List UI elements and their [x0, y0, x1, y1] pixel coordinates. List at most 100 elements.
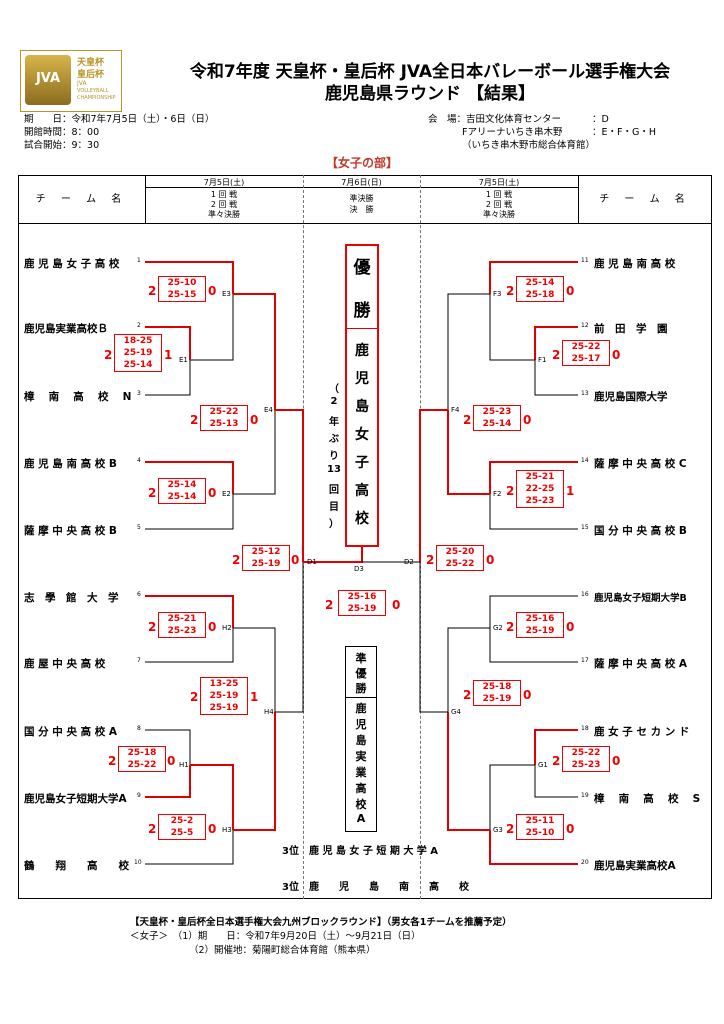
line-f1-top — [534, 326, 578, 360]
g1-scores: 25-22 25-23 — [562, 746, 610, 772]
line-h1-top — [145, 729, 191, 765]
line-g1-bot — [534, 765, 578, 798]
runnerup-team-4: 実 — [355, 750, 367, 763]
f1-win: 2 — [552, 348, 561, 362]
note-line-1: 【天皇杯・皇后杯全日本選手権大会九州ブロックラウンド】（男女各1チームを推薦予定… — [130, 917, 512, 928]
line-final — [345, 545, 363, 563]
match-label-h3: H3 — [222, 826, 232, 834]
page-subtitle: 鹿児島県ラウンド 【結果】 — [325, 84, 535, 104]
f4-win: 2 — [463, 413, 472, 427]
line-e3-out — [233, 293, 276, 410]
right-team-13: 鹿児島国際大学 — [594, 391, 668, 403]
runnerup-team-1: 鹿 — [355, 702, 367, 715]
logo-name2: CHAMPIONSHIP — [77, 95, 116, 101]
g1-set-1: 25-22 — [571, 748, 601, 758]
right-seed-14: 14 — [581, 457, 589, 464]
header-left-round-3: 準々決勝 — [208, 210, 240, 219]
info-venue2-code: ：E・F・G・H — [592, 127, 656, 138]
line-h4-bot — [233, 712, 276, 831]
right-seed-11: 11 — [581, 257, 589, 264]
note-line-2: ＜女子＞ （1）期 日：令和7年9月20日（土）～9月21日（日） — [130, 931, 421, 942]
h1-set-2: 25-22 — [127, 760, 157, 770]
line-e3-top — [145, 261, 234, 294]
left-seed-5: 5 — [137, 524, 141, 531]
f2-set-2: 22-25 — [525, 484, 555, 494]
line-h2-bot — [145, 628, 234, 663]
champion-note-5: り — [329, 451, 339, 462]
match-label-f2: F2 — [493, 490, 502, 498]
logo-mark: JVA — [25, 55, 71, 105]
right-team-11: 鹿 児 島 南 高 校 — [594, 258, 676, 270]
champion-box — [345, 244, 379, 547]
runnerup-divider — [345, 697, 377, 698]
e1-set-2: 25-19 — [123, 348, 153, 358]
left-seed-1: 1 — [137, 257, 141, 264]
info-venue2: Fアリーナいちき串木野 — [462, 127, 563, 138]
runnerup-team-8: A — [356, 812, 366, 825]
left-seed-3: 3 — [137, 390, 141, 397]
runnerup-team-2: 児 — [355, 718, 367, 731]
champion-note-3: 年 — [329, 417, 339, 428]
right-seed-17: 17 — [581, 657, 589, 664]
e4-scores: 25-22 25-13 — [200, 405, 248, 431]
champion-team-2: 児 — [355, 371, 369, 387]
line-g2-top — [489, 595, 578, 628]
d1-lose: 0 — [291, 553, 300, 567]
match-label-f1: F1 — [538, 356, 547, 364]
champion-note-1: （ — [329, 384, 339, 395]
line-f3-bot — [489, 294, 535, 361]
g3-scores: 25-11 25-10 — [516, 814, 564, 840]
right-team-14: 薩 摩 中 央 高 校 C — [594, 458, 687, 470]
right-seed-13: 13 — [581, 390, 589, 397]
g1-set-2: 25-23 — [571, 760, 601, 770]
right-team-20: 鹿児島実業高校A — [594, 860, 676, 872]
header-date-line-center — [303, 187, 420, 188]
header-right-round-3: 準々決勝 — [483, 210, 515, 219]
header-center-round-2: 決 勝 — [349, 205, 374, 214]
h4-scores: 13-25 25-19 25-19 — [200, 677, 248, 715]
e2-set-1: 25-14 — [167, 480, 197, 490]
champion-team-4: 女 — [355, 427, 369, 443]
left-team-5: 薩 摩 中 央 高 校 B — [24, 525, 117, 537]
h4-lose: 1 — [250, 690, 259, 704]
line-g1-top — [534, 729, 578, 765]
info-start: 試合開始：9：30 — [24, 140, 100, 151]
line-h2-out — [233, 627, 276, 712]
d1-win: 2 — [232, 553, 241, 567]
header-right-round-2: 2 回 戦 — [485, 200, 513, 209]
right-seed-16: 16 — [581, 591, 589, 598]
right-seed-12: 12 — [581, 322, 589, 329]
f4-scores: 25-23 25-14 — [473, 405, 521, 431]
champion-title-2: 勝 — [353, 301, 371, 321]
right-team-12: 前 田 学 園 — [594, 323, 668, 335]
jva-logo: JVA 天皇杯 皇后杯 JVA VOLLEYBALL CHAMPIONSHIP — [20, 50, 122, 112]
runnerup-team-3: 島 — [355, 734, 367, 747]
line-e4-bot — [233, 410, 276, 495]
match-label-h1: H1 — [179, 761, 189, 769]
left-seed-10: 10 — [134, 859, 142, 866]
h1-scores: 25-18 25-22 — [118, 746, 166, 772]
line-f3-out — [447, 293, 490, 410]
g2-set-1: 25-16 — [525, 614, 555, 624]
left-team-4: 鹿 児 島 南 高 校 B — [24, 458, 117, 470]
h1-win: 2 — [108, 754, 117, 768]
match-label-h2: H2 — [222, 624, 232, 632]
line-e2-bot — [145, 494, 234, 530]
line-h2-top — [145, 595, 234, 628]
h3-scores: 25-2 25-5 — [158, 814, 206, 840]
right-seed-20: 20 — [581, 859, 589, 866]
header-divider-left — [145, 175, 146, 223]
header-right-round-1: 1 回 戦 — [485, 190, 513, 199]
line-f1-bot — [534, 360, 578, 396]
champion-team-1: 鹿 — [355, 343, 369, 359]
info-venue1: 会 場：吉田文化体育センター — [428, 114, 562, 125]
third-place-1: 3位 鹿 児 島 女 子 短 期 大 学 A — [282, 846, 439, 857]
g2-win: 2 — [506, 620, 515, 634]
f4-lose: 0 — [523, 413, 532, 427]
line-e2-top — [145, 461, 234, 494]
header-center-round-1: 準決勝 — [349, 194, 374, 203]
f3-win: 2 — [506, 284, 515, 298]
g2-set-2: 25-19 — [525, 626, 555, 636]
champion-team-3: 島 — [355, 399, 369, 415]
right-team-16: 鹿児島女子短期大学B — [594, 593, 687, 604]
